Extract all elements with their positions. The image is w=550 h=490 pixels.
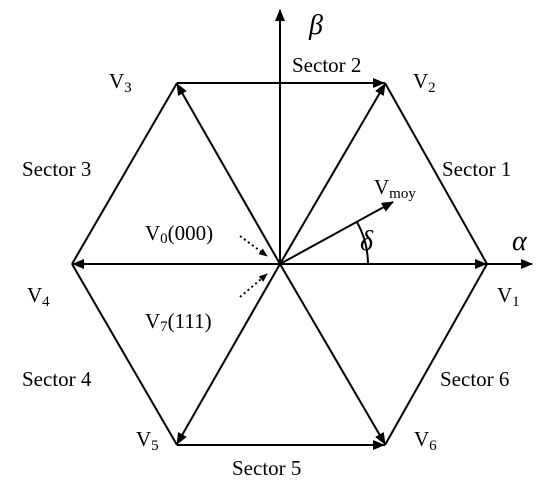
label-sector-6: Sector 6 <box>440 367 509 391</box>
vector-v2-arrow <box>279 83 386 265</box>
v0-pointer <box>239 235 268 257</box>
hex-edge-v1-v2 <box>384 82 488 265</box>
vector-v5-arrow <box>176 263 281 445</box>
label-v4: V4 <box>27 283 50 310</box>
delta-angle-arc <box>356 221 369 265</box>
label-sector-5: Sector 5 <box>232 456 301 480</box>
label-sector-2: Sector 2 <box>292 53 361 77</box>
vector-v3-arrow <box>176 83 281 265</box>
label-v6: V6 <box>414 427 437 454</box>
label-v7: V7(111) <box>145 309 212 335</box>
hex-edge-v6-v1 <box>384 263 488 446</box>
hex-edge-v3-v4 <box>71 82 178 265</box>
label-v3: V3 <box>109 69 132 96</box>
delta-label: δ <box>360 226 374 257</box>
label-v0: V0(000) <box>145 221 213 247</box>
label-vmoy: Vmoy <box>374 175 416 202</box>
label-v2: V2 <box>413 69 436 96</box>
label-sector-1: Sector 1 <box>442 157 511 181</box>
label-sector-3: Sector 3 <box>22 157 91 181</box>
label-v1: V1 <box>497 283 520 310</box>
hex-edge-v4-v5 <box>71 263 178 446</box>
label-sector-4: Sector 4 <box>22 367 92 391</box>
alpha-axis-label: α <box>512 226 528 257</box>
vector-vmoy-arrow <box>279 201 394 265</box>
vector-v6-arrow <box>279 263 386 445</box>
beta-axis-label: β <box>308 10 323 41</box>
v7-pointer <box>239 273 268 298</box>
label-v5: V5 <box>136 427 159 454</box>
